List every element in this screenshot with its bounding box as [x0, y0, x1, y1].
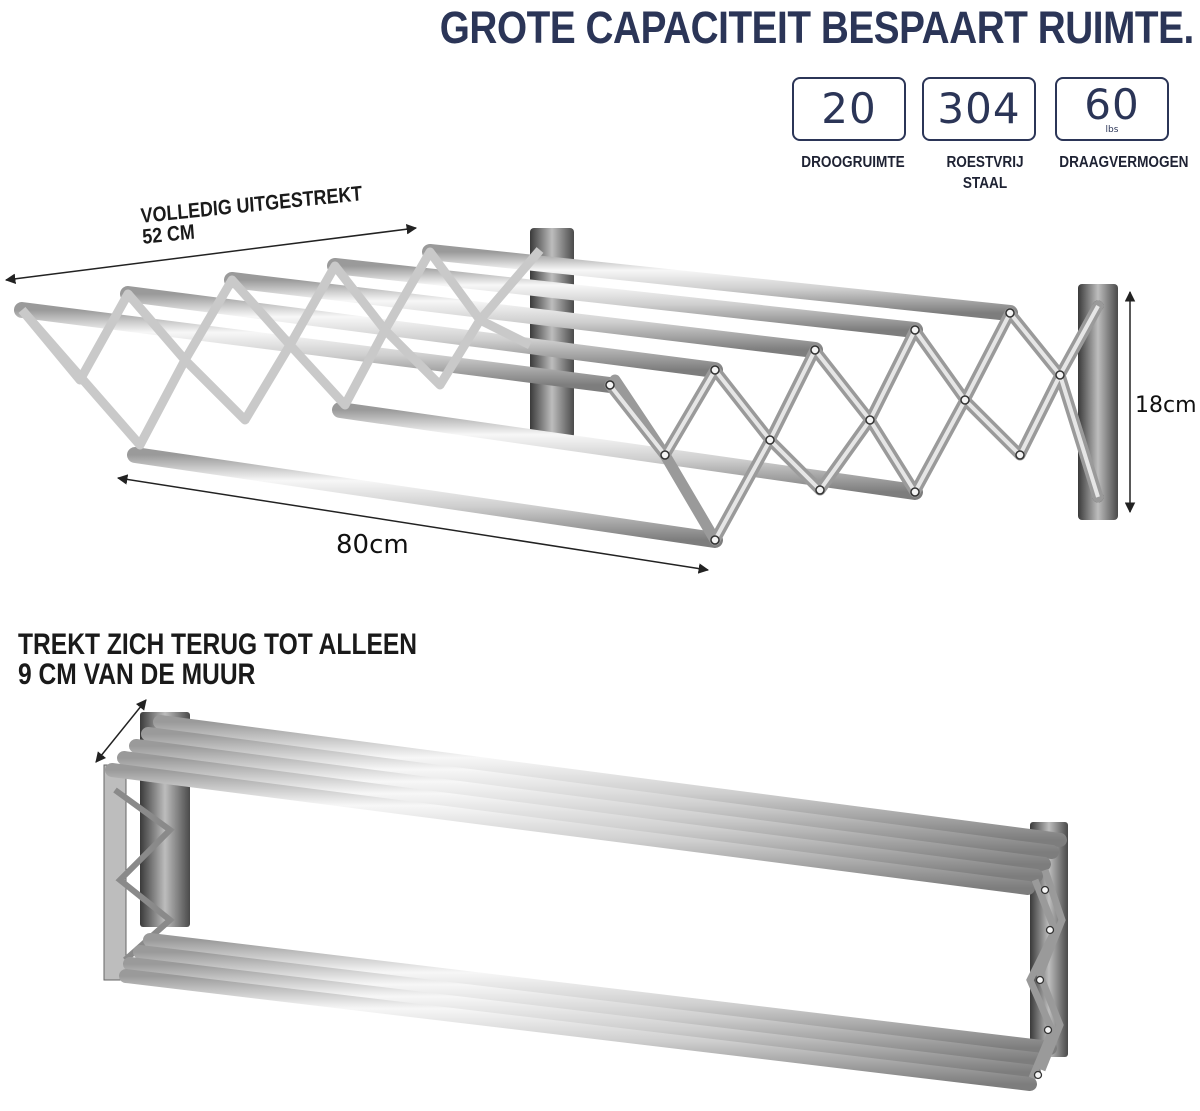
rod-5 [14, 302, 618, 393]
retracted-rod-2 [141, 727, 1059, 859]
depth-dimension-line [4, 223, 418, 285]
spec-value-load-capacity: 60 [1084, 80, 1140, 129]
retracted-rod-4 [117, 751, 1043, 883]
retracted-caption-line1: TREKT ZICH TERUG TOT ALLEEN [18, 628, 418, 661]
retracted-rod-5 [105, 763, 1035, 895]
rod-4 [120, 286, 723, 378]
spec-box-drying-space: 20 [792, 77, 906, 141]
retracted-caption-line2: 9 CM VAN DE MUUR [18, 658, 256, 691]
retracted-rack [103, 712, 1068, 1091]
rivets [605, 308, 1065, 545]
spec-value-drying-space: 20 [821, 84, 877, 133]
extended-rack [14, 228, 1118, 548]
rod-3 [224, 272, 823, 358]
retracted-caption: TREKT ZICH TERUG TOT ALLEEN 9 CM VAN DE … [18, 630, 417, 690]
scissor-arms-left [18, 247, 544, 450]
spec-label-drying-space: DROOGRUIMTE [801, 154, 905, 171]
spec-unit-load-capacity: lbs [1105, 125, 1119, 135]
spec-label-stainless-steel: ROESTVRIJ STAAL [946, 154, 1024, 192]
width-dimension-label: 80cm [336, 530, 409, 560]
height-dimension-label: 18cm [1135, 393, 1197, 418]
rod-lower-front [127, 447, 723, 548]
headline: GROTE CAPACITEIT BESPAART RUIMTE. [439, 2, 1195, 53]
rod-lower-back [332, 402, 923, 500]
spec-value-stainless-steel: 304 [937, 84, 1021, 133]
spec-box-stainless-steel: 304 [922, 77, 1036, 141]
retracted-rod-lower-1 [143, 933, 1057, 1055]
retracted-rod-3 [129, 739, 1051, 871]
spec-box-load-capacity: 60 lbs [1055, 77, 1169, 141]
retracted-depth-dimension-line [95, 699, 147, 763]
width-dimension-line [116, 474, 710, 574]
retracted-rod-1 [153, 715, 1067, 847]
spec-label-load-capacity: DRAAGVERMOGEN [1059, 154, 1189, 171]
rod-2 [327, 258, 923, 338]
retracted-rod-lower-2 [133, 945, 1049, 1067]
retracted-rod-lower-3 [123, 957, 1041, 1079]
retracted-folded-arms [1026, 868, 1066, 1080]
retracted-rod-lower-4 [119, 969, 1037, 1091]
